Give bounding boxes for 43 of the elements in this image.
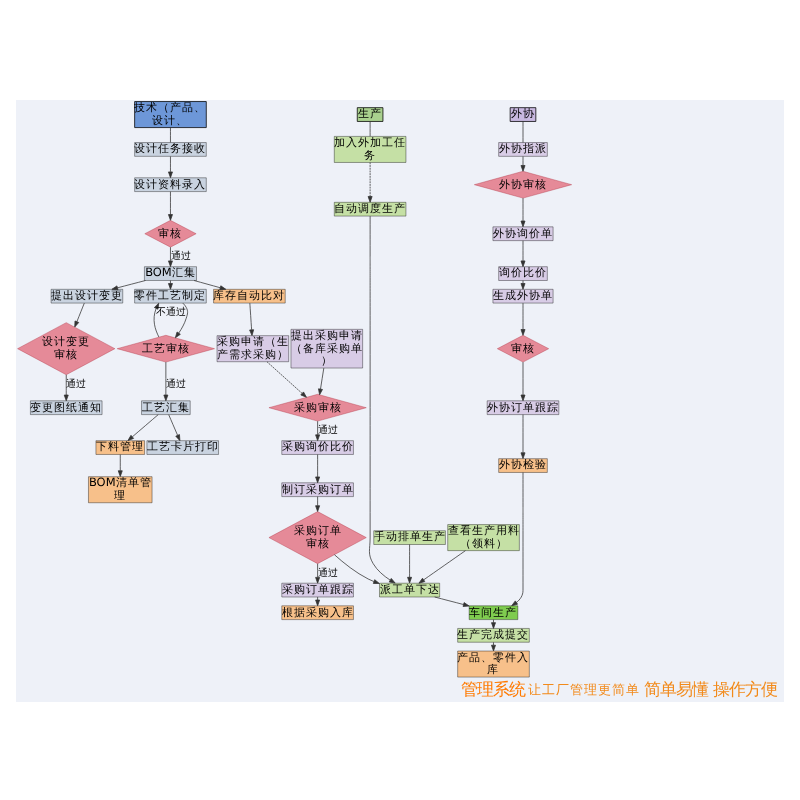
arrow <box>74 301 85 327</box>
arrow <box>117 453 123 476</box>
arrow <box>193 279 227 290</box>
arrow <box>367 161 373 202</box>
arrow <box>127 413 159 440</box>
arrow <box>315 562 320 583</box>
arrow <box>168 155 173 178</box>
arrow <box>315 495 320 511</box>
arrow <box>369 214 396 583</box>
arrow <box>418 549 466 583</box>
arrow <box>520 413 526 458</box>
arrow <box>168 245 173 267</box>
arrow <box>266 360 307 397</box>
arrow <box>434 595 470 606</box>
arrow <box>520 279 526 289</box>
arrow <box>163 360 169 401</box>
label: 管理系统 <box>461 678 526 699</box>
arrow <box>174 301 188 338</box>
arrow <box>520 155 526 171</box>
arrow <box>63 373 69 401</box>
arrow <box>520 360 526 401</box>
arrow <box>334 553 380 583</box>
arrow <box>491 640 496 651</box>
arrow <box>153 301 160 337</box>
arrow <box>168 279 173 289</box>
connector <box>170 126 171 142</box>
arrow <box>168 190 173 220</box>
arrow <box>315 419 320 440</box>
arrow <box>491 618 496 628</box>
label: 简单易懂 操作方便 <box>644 678 778 699</box>
arrow <box>520 301 526 335</box>
arrow <box>249 301 254 335</box>
arrow <box>315 453 320 483</box>
arrow <box>511 471 524 606</box>
arrow <box>520 239 526 267</box>
arrow <box>520 196 526 227</box>
arrow <box>318 366 325 395</box>
arrow <box>407 543 412 583</box>
connector <box>522 120 524 142</box>
arrow <box>111 279 146 290</box>
connector <box>369 120 371 136</box>
arrow <box>168 413 181 441</box>
arrow <box>315 595 320 606</box>
